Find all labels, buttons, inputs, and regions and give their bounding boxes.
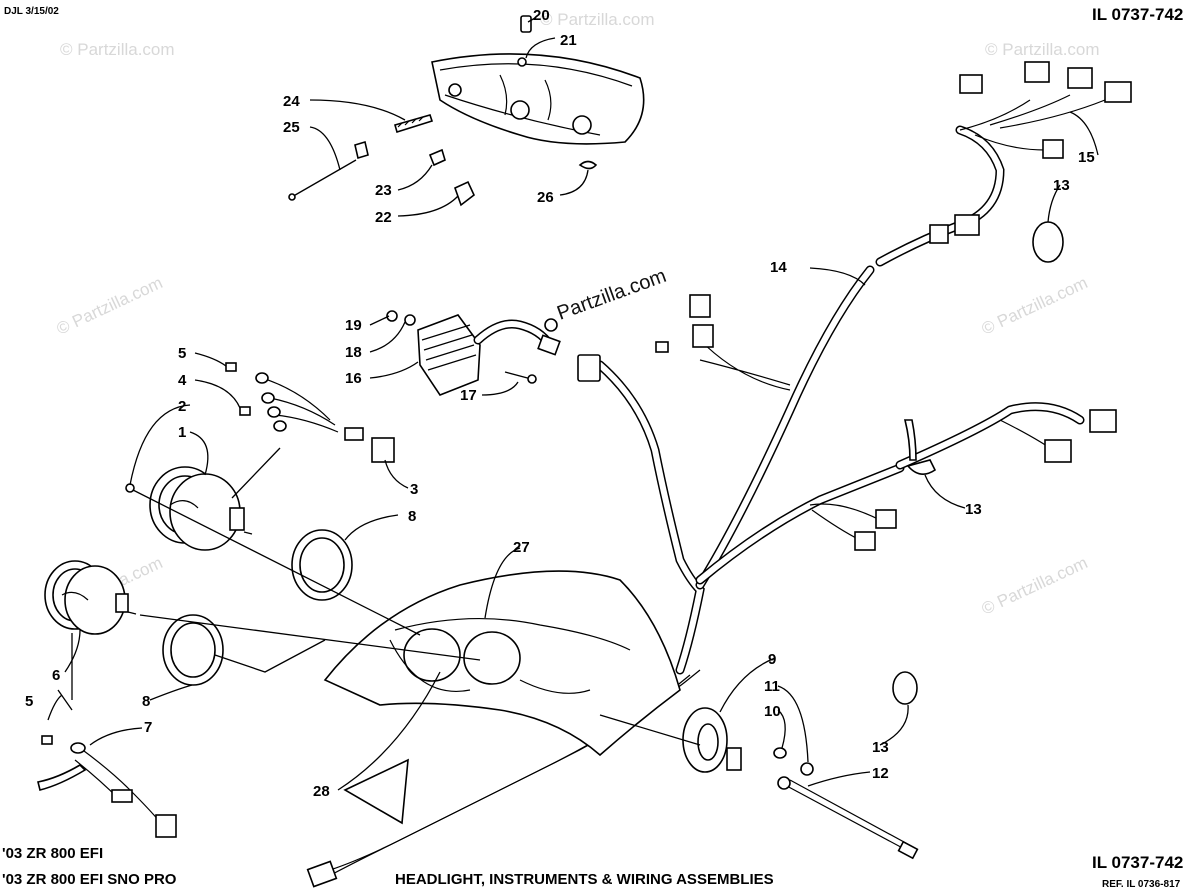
callout-14: 14 bbox=[770, 259, 787, 276]
il-number-top: IL 0737-742 bbox=[1092, 5, 1183, 24]
watermark: © Partzilla.com bbox=[979, 273, 1091, 339]
callout-7: 7 bbox=[144, 719, 152, 736]
leader-lines bbox=[47, 17, 1099, 791]
callout-25: 25 bbox=[283, 119, 300, 136]
il-number-bottom: IL 0737-742 bbox=[1092, 853, 1183, 872]
watermark: © Partzilla.com bbox=[60, 40, 175, 59]
callout-13: 13 bbox=[965, 501, 982, 518]
callout-9: 9 bbox=[768, 651, 776, 668]
instrument-pod bbox=[323, 570, 681, 825]
tachometer-gauge bbox=[125, 466, 253, 551]
date-code: DJL 3/15/02 bbox=[4, 6, 59, 17]
callout-6: 6 bbox=[52, 667, 60, 684]
callout-8: 8 bbox=[408, 508, 416, 525]
callout-28: 28 bbox=[313, 783, 330, 800]
callout-26: 26 bbox=[537, 189, 554, 206]
callout-11: 11 bbox=[764, 678, 780, 695]
callout-27: 27 bbox=[513, 539, 530, 556]
callout-20: 20 bbox=[533, 7, 550, 24]
watermark: © Partzilla.com bbox=[540, 10, 655, 29]
callout-21: 21 bbox=[560, 32, 577, 49]
diagram-title: HEADLIGHT, INSTRUMENTS & WIRING ASSEMBLI… bbox=[395, 871, 774, 888]
model-line-2: '03 ZR 800 EFI SNO PRO bbox=[2, 871, 177, 888]
callout-23: 23 bbox=[375, 182, 392, 199]
callout-12: 12 bbox=[872, 765, 889, 782]
ref-number: REF. IL 0736-817 bbox=[1102, 879, 1181, 890]
gauge-leads bbox=[37, 362, 395, 838]
callout-13: 13 bbox=[1053, 177, 1070, 194]
callout-17: 17 bbox=[460, 387, 477, 404]
callout-labels: 20 21 24 25 23 22 26 15 13 14 19 18 16 1… bbox=[25, 7, 1095, 800]
callout-8: 8 bbox=[142, 693, 150, 710]
model-line-1: '03 ZR 800 EFI bbox=[2, 845, 103, 862]
voltage-regulator bbox=[386, 310, 561, 396]
callout-22: 22 bbox=[375, 209, 392, 226]
callout-4: 4 bbox=[178, 372, 187, 389]
watermark: © Partzilla.com bbox=[985, 40, 1100, 59]
brand-watermark: Partzilla.com bbox=[554, 265, 669, 325]
callout-3: 3 bbox=[410, 481, 418, 498]
watermark: © Partzilla.com bbox=[979, 553, 1091, 619]
callout-5: 5 bbox=[178, 345, 186, 362]
callout-10: 10 bbox=[764, 703, 781, 720]
callout-18: 18 bbox=[345, 344, 362, 361]
callout-2: 2 bbox=[178, 398, 186, 415]
callout-19: 19 bbox=[345, 317, 362, 334]
callout-1: 1 bbox=[178, 424, 186, 441]
callout-13: 13 bbox=[872, 739, 889, 756]
speedometer-drive bbox=[682, 707, 919, 860]
callout-5: 5 bbox=[25, 693, 33, 710]
callout-15: 15 bbox=[1078, 149, 1095, 166]
gauge-bezels bbox=[162, 529, 353, 686]
brand-logo-icon bbox=[544, 318, 558, 332]
callout-16: 16 bbox=[345, 370, 362, 387]
callout-24: 24 bbox=[283, 93, 300, 110]
speedometer-gauge bbox=[44, 560, 137, 635]
main-wiring-harness bbox=[306, 61, 1132, 888]
watermark: © Partzilla.com bbox=[54, 273, 166, 339]
headlight-assembly bbox=[288, 15, 645, 207]
